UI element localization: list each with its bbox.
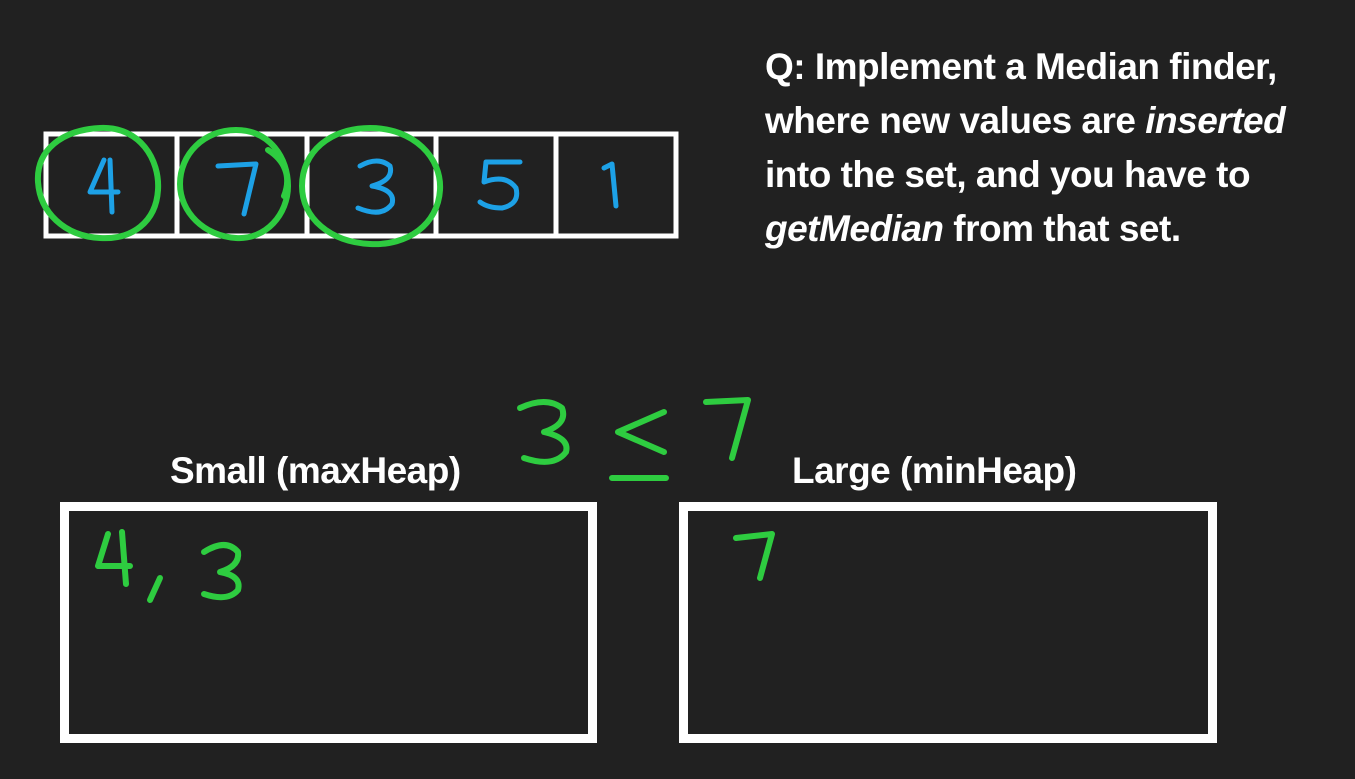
array-outline [43, 131, 679, 239]
circle-around-3 [299, 125, 444, 248]
question-get-median: getMedian [765, 208, 944, 249]
array-cell-7 [215, 161, 259, 217]
comparison-right-7 [703, 397, 751, 461]
array-cell-3 [355, 158, 396, 215]
question-middle: into the set, and you have to [765, 154, 1251, 195]
small-heap-box [60, 502, 597, 743]
array-cell-1 [601, 161, 619, 209]
question-prefix: Q: Implement a Median finder, where new … [765, 46, 1277, 141]
question-text: Q: Implement a Median finder, where new … [765, 40, 1345, 256]
comparison-operator-le [609, 409, 669, 481]
large-heap-label: Large (minHeap) [792, 450, 1077, 491]
array-cell-4 [87, 157, 121, 215]
question-inserted: inserted [1145, 100, 1286, 141]
large-heap-box [679, 502, 1217, 743]
small-heap-label: Small (maxHeap) [170, 450, 461, 491]
array-cell-5 [477, 159, 523, 211]
large-heap-contents [733, 531, 775, 581]
circle-around-4 [34, 124, 162, 242]
comparison-left-3 [517, 399, 570, 465]
small-heap-contents [95, 529, 242, 603]
circle-around-7 [177, 127, 291, 242]
question-suffix: from that set. [943, 208, 1181, 249]
